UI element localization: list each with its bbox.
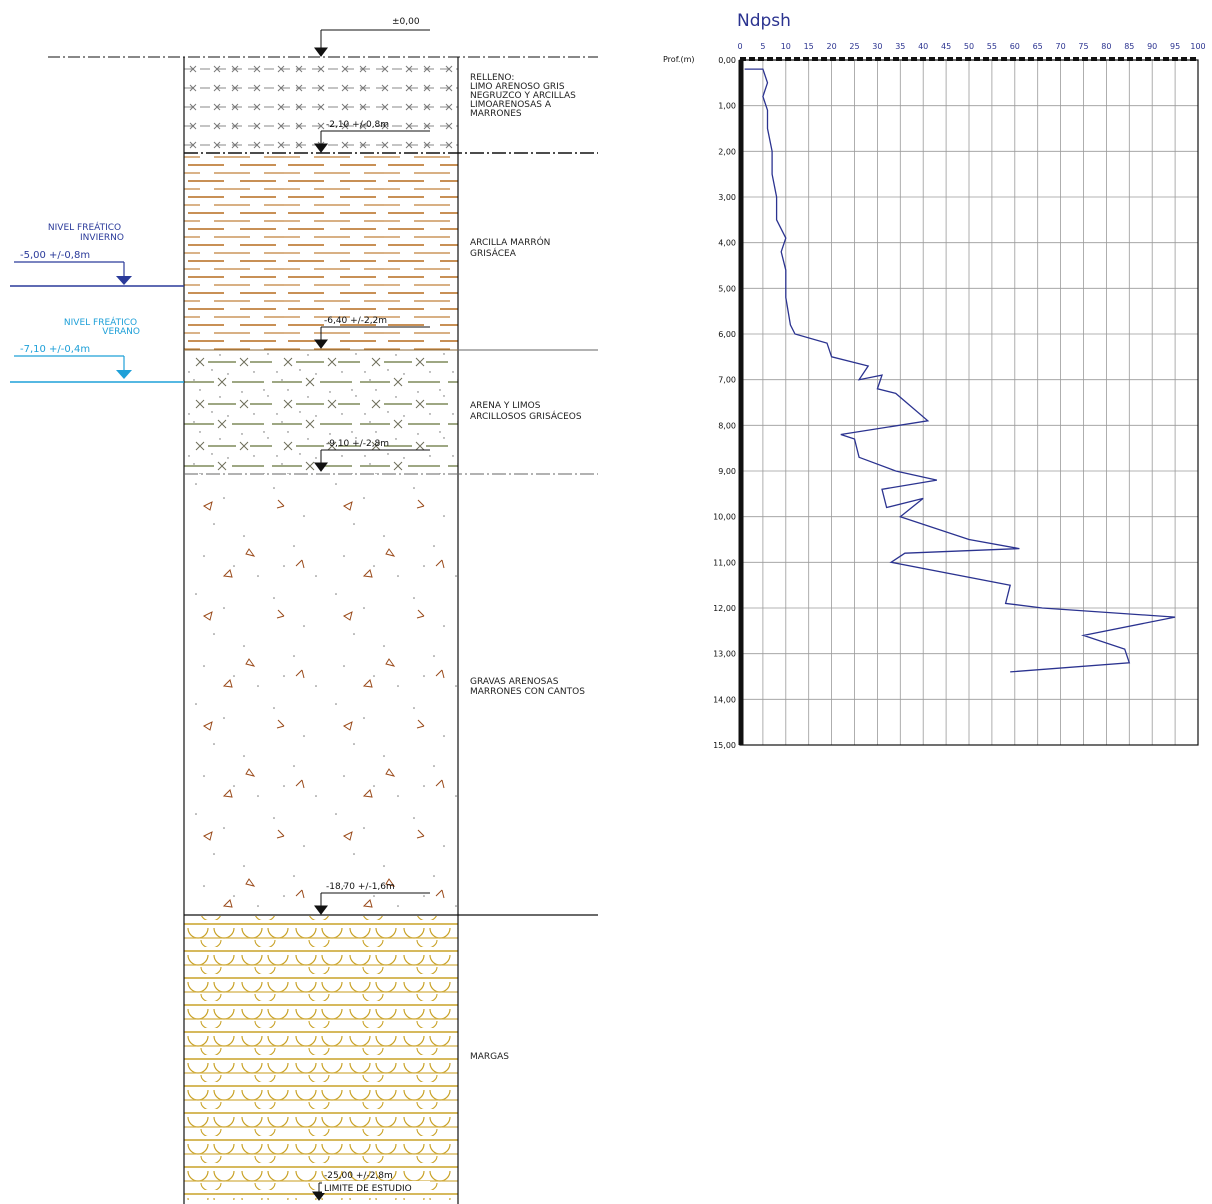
base-label-arena: -9,10 +/-2,8m (326, 439, 389, 449)
y-tick-label: 4,00 (718, 239, 736, 248)
base-label-margas: -25,00 +/-2,8m (324, 1171, 393, 1181)
x-tick-label: 100 (1190, 42, 1205, 51)
y-tick-label: 11,00 (713, 558, 736, 567)
water-level-summer-name: NIVEL FREÁTICO VERANO (64, 316, 140, 337)
x-tick-label: 10 (781, 42, 791, 51)
base-label-relleno: -2,10 +/-0,8m (326, 120, 389, 130)
x-tick-label: 65 (1033, 42, 1043, 51)
chart-grid (739, 59, 1199, 746)
y-tick-label: 6,00 (718, 330, 736, 339)
layer-description-gravas: GRAVAS ARENOSAS MARRONES CON CANTOS (470, 677, 585, 697)
water-level-winter: NIVEL FREÁTICO INVIERNO -5,00 +/-0,8m (10, 221, 184, 287)
layer-margas (184, 916, 458, 1200)
layer-description-margas: MARGAS (470, 1052, 509, 1062)
base-marker-arena (314, 449, 430, 472)
y-tick-label: 2,00 (718, 147, 736, 156)
y-tick-label: 10,00 (713, 513, 736, 522)
x-tick-label: 75 (1078, 42, 1088, 51)
x-tick-label: 60 (1010, 42, 1020, 51)
y-tick-label: 14,00 (713, 695, 736, 704)
top-level-label: ±0,00 (392, 17, 420, 27)
x-tick-label: 90 (1147, 42, 1157, 51)
stratigraphic-column: ±0,00 -2,10 +/-0,8m -6, (10, 17, 598, 1204)
x-tick-label: 0 (737, 42, 742, 51)
chart-title: Ndpsh (737, 11, 791, 31)
x-tick-labels: 0 5 10 15 20 25 30 35 40 45 50 55 60 65 70 75 80 85 90 95 10… (737, 42, 1205, 51)
x-tick-label: 5 (760, 42, 765, 51)
y-tick-label: 12,00 (713, 604, 736, 613)
layer-description-arcilla: ARCILLA MARRÓN GRISÁCEA (470, 236, 553, 259)
y-tick-label: 1,00 (718, 102, 736, 111)
x-tick-label: 25 (849, 42, 859, 51)
x-tick-label: 95 (1170, 42, 1180, 51)
y-tick-labels: 0,00 1,00 2,00 3,00 4,00 5,00 6,00 7,00 8,00 9,00… (713, 56, 736, 750)
ndpsh-series-line (744, 68, 1176, 673)
x-tick-label: 15 (804, 42, 814, 51)
layer-description-arena: ARENA Y LIMOS ARCILLOSOS GRISÁCEOS (470, 401, 582, 422)
y-tick-label: 0,00 (718, 56, 736, 65)
base-marker-arcilla (314, 326, 430, 349)
x-tick-label: 70 (1056, 42, 1066, 51)
y-tick-label: 8,00 (718, 421, 736, 430)
layer-arcilla (184, 154, 458, 350)
ndpsh-chart: Ndpsh Prof.(m) 0 5 10 15 20 25 30 35 40 45 50 55 60 6… (663, 11, 1206, 750)
y-tick-label: 7,00 (718, 376, 736, 385)
x-tick-label: 30 (872, 42, 882, 51)
layer-description-relleno: RELLENO: LIMO ARENOSO GRIS NEGRUZCO Y AR… (470, 73, 579, 119)
y-tick-label: 13,00 (713, 650, 736, 659)
x-tick-label: 40 (918, 42, 928, 51)
x-tick-label: 80 (1101, 42, 1111, 51)
water-level-winter-value: -5,00 +/-0,8m (20, 250, 90, 261)
x-tick-label: 35 (895, 42, 905, 51)
y-tick-label: 9,00 (718, 467, 736, 476)
base-label-arcilla: -6,40 +/-2,2m (324, 316, 387, 326)
x-tick-label: 55 (987, 42, 997, 51)
water-level-summer: NIVEL FREÁTICO VERANO -7,10 +/-0,4m (10, 316, 184, 383)
y-tick-label: 15,00 (713, 741, 736, 750)
x-tick-label: 45 (941, 42, 951, 51)
limit-of-study-label: LIMITE DE ESTUDIO (324, 1184, 412, 1194)
base-marker-relleno (314, 130, 430, 153)
x-tick-label: 50 (964, 42, 974, 51)
water-level-winter-name: NIVEL FREÁTICO INVIERNO (48, 221, 124, 243)
x-tick-label: 20 (827, 42, 837, 51)
base-marker-gravas (314, 892, 430, 915)
y-axis-label: Prof.(m) (663, 55, 695, 64)
layer-gravas (184, 475, 458, 915)
y-tick-label: 3,00 (718, 193, 736, 202)
top-level-marker (314, 29, 430, 57)
base-label-gravas: -18,70 +/-1,6m (326, 882, 395, 892)
water-level-summer-value: -7,10 +/-0,4m (20, 344, 90, 355)
chart-frame (738, 57, 1199, 746)
x-tick-label: 85 (1124, 42, 1134, 51)
y-tick-label: 5,00 (718, 284, 736, 293)
